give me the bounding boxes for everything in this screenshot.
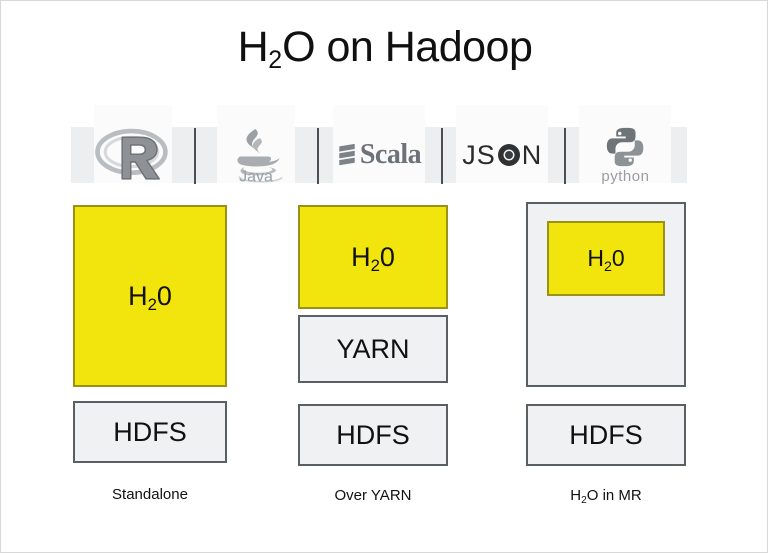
column-caption-h2o-in-mr: H2O in MR (570, 487, 642, 507)
hdfs-label: HDFS (336, 419, 410, 450)
java-icon: Java (194, 127, 317, 184)
hdfs-label: HDFS (113, 416, 187, 447)
scala-wordmark: Scala (359, 139, 422, 170)
r-icon (71, 127, 194, 183)
json-wordmark-right: N (521, 139, 543, 170)
hdfs-box[interactable]: HDFS (73, 401, 227, 463)
title-prefix: H (237, 23, 269, 71)
stack-column-standalone: H20 HDFS Standalone (73, 205, 227, 505)
logo-cell-java: Java (194, 105, 317, 184)
logo-cell-json: JS N (440, 105, 564, 184)
h2o-box[interactable]: H20 (547, 221, 665, 296)
h2o-box[interactable]: H20 (73, 205, 227, 387)
logo-cell-python: python (563, 105, 687, 185)
yarn-label: YARN (336, 333, 410, 364)
hdfs-box[interactable]: HDFS (526, 404, 686, 466)
language-logo-strip: Java Scala (71, 105, 687, 185)
h2o-label: H20 (587, 245, 625, 275)
svg-text:Java: Java (239, 168, 273, 184)
json-icon: JS N (441, 127, 564, 183)
page-title: H2O on Hadoop (1, 23, 767, 75)
python-icon: python (564, 127, 687, 185)
hdfs-label: HDFS (569, 419, 643, 450)
h2o-box[interactable]: H20 (298, 205, 448, 309)
logo-cell-r (71, 105, 194, 183)
stack-column-over-yarn: H20 YARN HDFS Over YARN (298, 205, 448, 505)
logo-backdrop-patch (579, 105, 672, 183)
h2o-label: H20 (128, 280, 172, 315)
python-wordmark: python (601, 168, 650, 185)
title-subscript: 2 (268, 46, 283, 75)
json-wordmark-left: JS (462, 139, 496, 170)
logo-backdrop-patch (333, 105, 425, 183)
h2o-label: H20 (351, 241, 395, 276)
stack-column-h2o-in-mr: H20 HDFS H2O in MR (526, 202, 686, 507)
yarn-box[interactable]: YARN (298, 315, 448, 383)
hdfs-box[interactable]: HDFS (298, 404, 448, 466)
scala-icon: Scala (317, 127, 440, 183)
logo-cell-scala: Scala (317, 105, 440, 184)
logo-backdrop-patch (456, 105, 549, 183)
title-suffix: O on Hadoop (282, 23, 533, 71)
column-caption-over-yarn: Over YARN (334, 487, 412, 504)
column-caption-standalone: Standalone (112, 486, 188, 503)
